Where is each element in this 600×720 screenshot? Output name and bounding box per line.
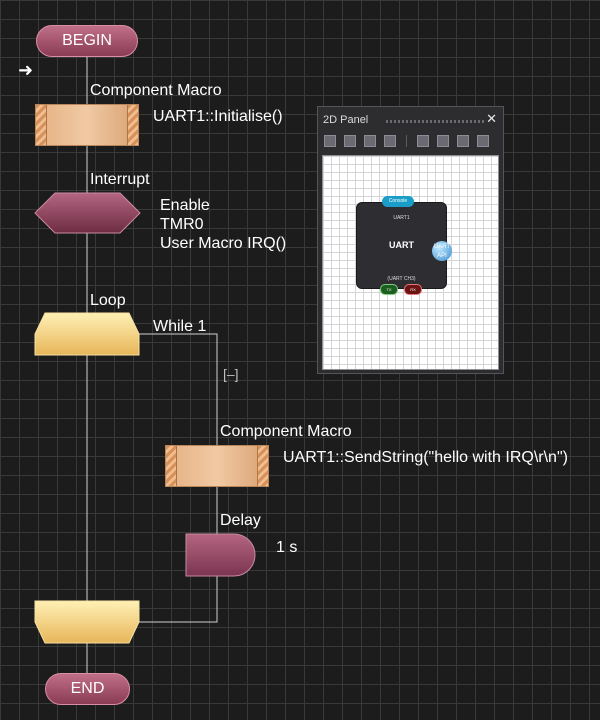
- loop-title: Loop: [90, 292, 126, 309]
- rx-led: RX: [404, 284, 422, 295]
- uart-api-icon[interactable]: UART API: [432, 241, 452, 261]
- distribute-vertical-icon[interactable]: [437, 135, 449, 147]
- distribute-horizontal-icon[interactable]: [417, 135, 429, 147]
- toolbar-separator: [406, 135, 407, 147]
- 2d-panel[interactable]: 2D Panel ✕ Console UART1 UART (UART CH3)…: [317, 106, 504, 374]
- interrupt-line-1: Enable: [160, 197, 210, 214]
- init-macro-detail: UART1::Initialise(): [153, 108, 283, 125]
- interrupt-line-3: User Macro IRQ(): [160, 235, 287, 252]
- uart-label: UART: [389, 240, 414, 250]
- loop-collapse-toggle[interactable]: [–]: [223, 366, 239, 382]
- macro-stripe-right: [257, 446, 268, 486]
- current-step-arrow-icon: ➜: [18, 60, 34, 80]
- loop-end-shape[interactable]: [34, 600, 140, 644]
- align-center-icon[interactable]: [344, 135, 356, 147]
- init-macro-block[interactable]: [35, 104, 139, 146]
- delay-title: Delay: [220, 512, 261, 529]
- delay-detail: 1 s: [276, 539, 298, 556]
- end-terminal[interactable]: END: [45, 673, 130, 705]
- begin-terminal[interactable]: BEGIN: [36, 25, 138, 57]
- loop-start-shape[interactable]: [34, 312, 140, 356]
- panel-toolbar: [324, 135, 489, 149]
- macro-stripe-left: [36, 105, 47, 145]
- send-macro-block[interactable]: [165, 445, 269, 487]
- loop-condition: While 1: [153, 318, 207, 335]
- panel-close-icon[interactable]: ✕: [486, 111, 497, 126]
- align-right-icon[interactable]: [364, 135, 376, 147]
- send-macro-title: Component Macro: [220, 423, 352, 440]
- align-left-icon[interactable]: [324, 135, 336, 147]
- end-label: END: [70, 680, 105, 697]
- begin-label: BEGIN: [62, 32, 112, 49]
- same-height-icon[interactable]: [477, 135, 489, 147]
- macro-stripe-right: [127, 105, 138, 145]
- interrupt-line-2: TMR0: [160, 216, 204, 233]
- align-top-icon[interactable]: [384, 135, 396, 147]
- init-macro-title: Component Macro: [90, 82, 222, 99]
- panel-title: 2D Panel: [323, 114, 369, 126]
- send-macro-detail: UART1::SendString("hello with IRQ\r\n"): [283, 449, 568, 466]
- panel-drag-grip[interactable]: [386, 120, 486, 123]
- macro-stripe-left: [166, 446, 177, 486]
- tx-led: TX: [380, 284, 398, 295]
- console-badge[interactable]: Console: [382, 196, 414, 207]
- panel-viewport[interactable]: Console UART1 UART (UART CH3) TX RX UART…: [322, 155, 499, 370]
- uart-channel-label: (UART CH3): [387, 276, 416, 282]
- interrupt-title: Interrupt: [90, 171, 150, 188]
- interrupt-hexagon[interactable]: [34, 192, 141, 234]
- delay-shape[interactable]: [185, 533, 256, 577]
- same-width-icon[interactable]: [457, 135, 469, 147]
- uart-component[interactable]: Console UART1 UART (UART CH3) TX RX: [356, 196, 447, 295]
- uart-instance-label: UART1: [393, 215, 410, 221]
